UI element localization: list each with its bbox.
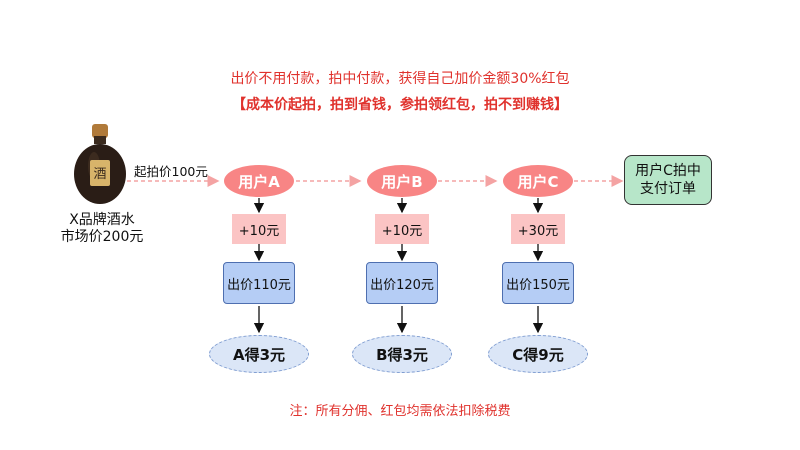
bid-a: 出价110元 [223, 262, 295, 304]
increment-a: +10元 [232, 214, 286, 244]
bid-c: 出价150元 [502, 262, 574, 304]
headline-rule: 出价不用付款，拍中付款，获得自己加价金额30%红包 [230, 71, 570, 87]
headline-slogan: 【成本价起拍，拍到省钱，参拍领红包，拍不到赚钱】 [232, 97, 568, 113]
wine-bottle-icon: 酒 [74, 124, 126, 204]
reward-b: B得3元 [352, 335, 452, 373]
start-price-label: 起拍价100元 [134, 164, 208, 179]
final-line2: 支付订单 [640, 181, 696, 197]
increment-b: +10元 [375, 214, 429, 244]
final-line1: 用户C拍中 [635, 163, 701, 179]
reward-c: C得9元 [488, 335, 588, 373]
increment-c: +30元 [511, 214, 565, 244]
product-market-price: 市场价200元 [60, 229, 144, 245]
tax-note: 注：所有分佣、红包均需依法扣除税费 [289, 404, 511, 419]
user-b-node: 用户B [367, 165, 437, 197]
product-info: X品牌酒水 市场价200元 [52, 212, 152, 246]
user-c-node: 用户C [503, 165, 573, 197]
bottle-label: 酒 [93, 167, 106, 182]
final-order-box: 用户C拍中 支付订单 [624, 155, 712, 205]
bid-b: 出价120元 [366, 262, 438, 304]
product-name: X品牌酒水 [69, 212, 135, 228]
user-a-node: 用户A [224, 165, 294, 197]
reward-a: A得3元 [209, 335, 309, 373]
